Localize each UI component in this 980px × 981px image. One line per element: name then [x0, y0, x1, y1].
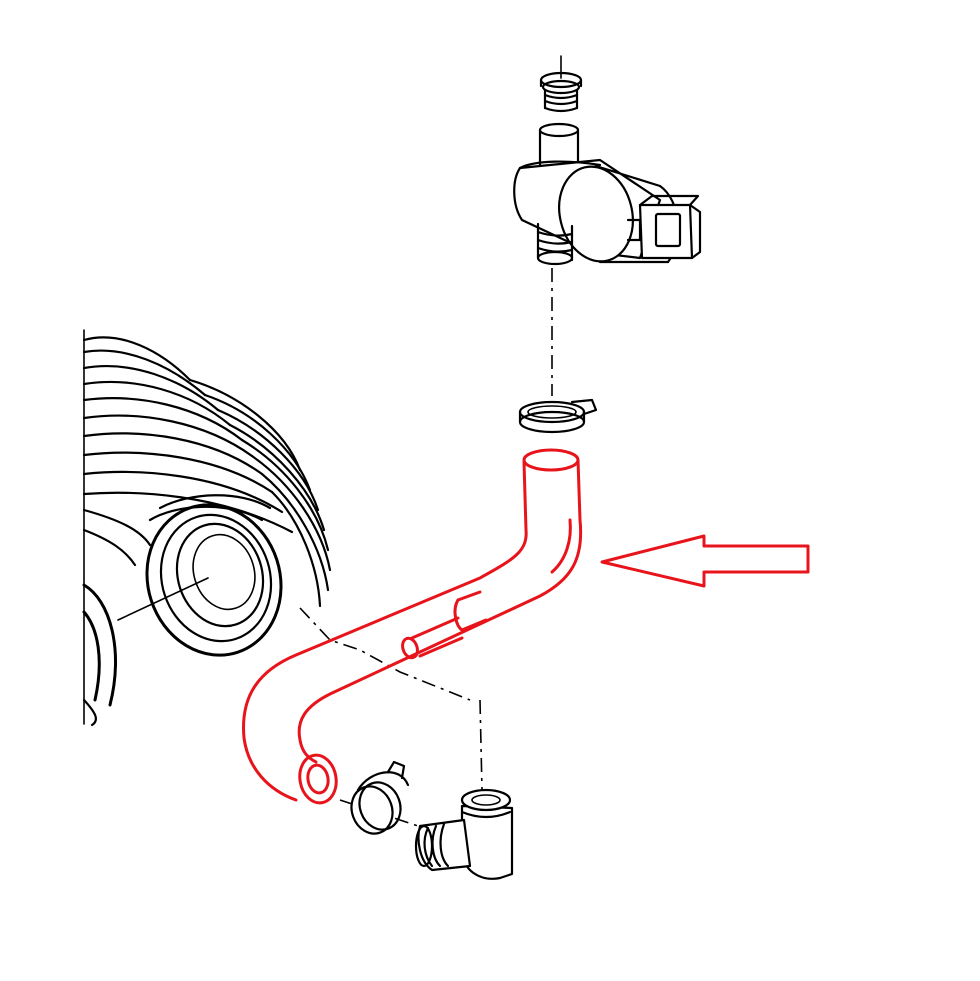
- hose-end-top: [522, 448, 580, 472]
- pointer-arrow: [600, 534, 810, 588]
- hose-clamp-lower: [350, 760, 410, 835]
- elbow-connector: [414, 788, 514, 880]
- hose-outline-inner: [297, 458, 583, 764]
- breather-hose-highlighted: [241, 448, 583, 805]
- idle-control-valve: [513, 122, 702, 266]
- hose-end-bottom: [298, 753, 338, 805]
- valve-top-fitting: [539, 55, 583, 113]
- hose-outline-outer: [241, 460, 528, 802]
- assembly-centerlines: [299, 268, 553, 831]
- hose-clamp-upper: [518, 398, 598, 434]
- corrugated-intake-boot: [82, 329, 332, 727]
